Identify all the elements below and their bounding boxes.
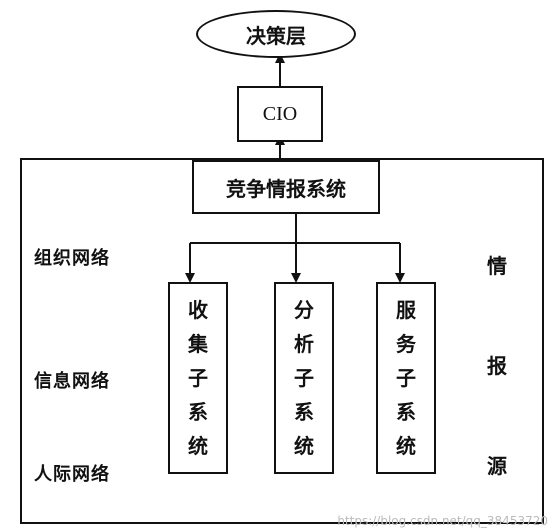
analyze-char: 子 <box>294 366 314 390</box>
collect-subsystem: 收 集 子 系 统 <box>168 282 228 474</box>
watermark: https://blog.csdn.net/qq_38453720 <box>337 514 548 528</box>
service-char: 系 <box>396 400 416 424</box>
analyze-char: 分 <box>294 298 314 322</box>
analyze-char: 系 <box>294 400 314 424</box>
source-char-3: 源 <box>487 454 508 478</box>
collect-char: 统 <box>188 434 208 458</box>
org-network-label: 组织网络 <box>34 248 110 269</box>
outer-frame <box>20 158 544 524</box>
people-network-label: 人际网络 <box>34 464 110 485</box>
cio-node: CIO <box>237 86 323 142</box>
ci-system-node: 竞争情报系统 <box>192 160 380 214</box>
service-char: 统 <box>396 434 416 458</box>
info-network-label: 信息网络 <box>34 371 110 392</box>
collect-char: 集 <box>188 332 208 356</box>
analyze-char: 析 <box>294 332 314 356</box>
collect-char: 收 <box>188 298 208 322</box>
source-char-1: 情 <box>487 254 508 278</box>
source-char-2: 报 <box>487 354 508 378</box>
analyze-subsystem: 分 析 子 系 统 <box>274 282 334 474</box>
collect-char: 子 <box>188 366 208 390</box>
collect-char: 系 <box>188 400 208 424</box>
ci-system-label: 竞争情报系统 <box>226 176 346 201</box>
cio-label: CIO <box>262 102 298 125</box>
decision-layer-label: 决策层 <box>246 23 306 48</box>
service-char: 务 <box>396 332 416 356</box>
analyze-char: 统 <box>294 434 314 458</box>
service-char: 服 <box>396 298 416 322</box>
service-subsystem: 服 务 子 系 统 <box>376 282 436 474</box>
service-char: 子 <box>396 366 416 390</box>
decision-layer-node: 决策层 <box>196 10 356 58</box>
